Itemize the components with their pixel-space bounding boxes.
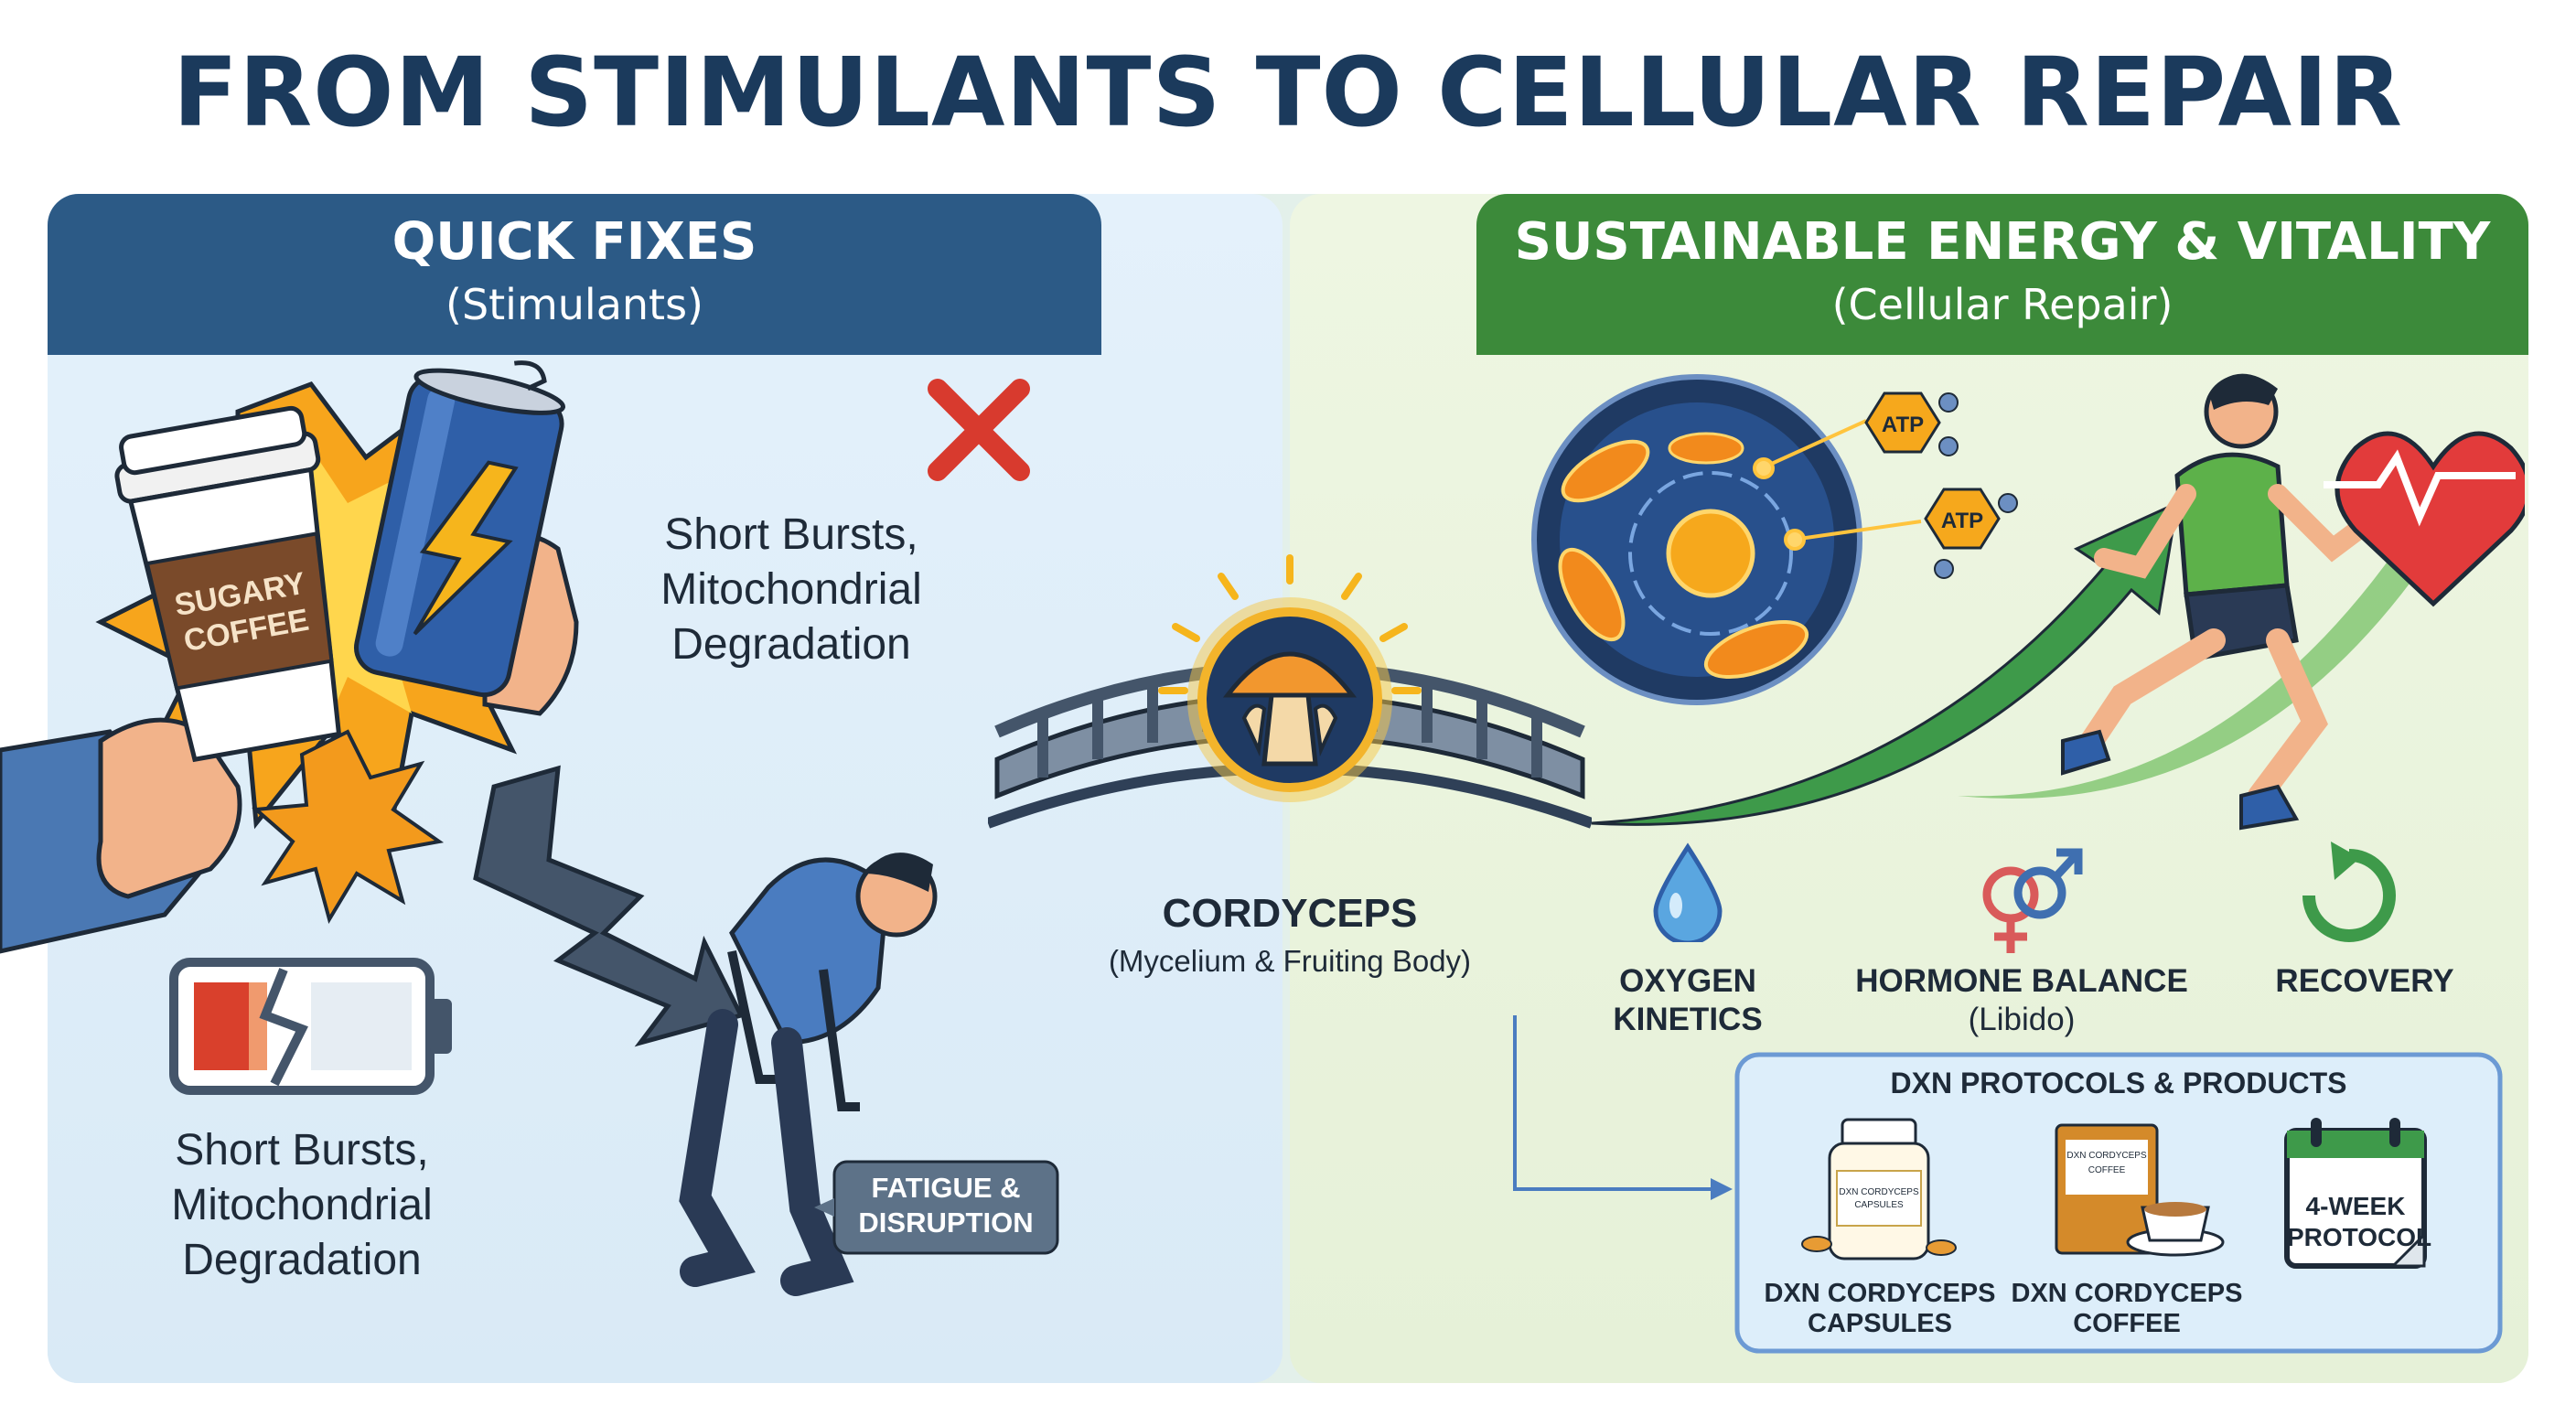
left-effect-bottom: Short Bursts, Mitochondrial Degradation [101,1123,503,1288]
products-box: DXN CORDYCEPS CAPSULES DXN CORDYCEPS COF… [1734,1052,2503,1354]
left-header-title: QUICK FIXES [392,212,757,272]
benefit-recovery: RECOVERY [2232,962,2497,1001]
product-coffee-label: DXN CORDYCEPS COFFEE [2003,1279,2250,1339]
svg-text:DXN CORDYCEPS: DXN CORDYCEPS [2066,1151,2147,1161]
left-effect-top-line3: Degradation [671,620,911,669]
protocol-line2: PROTOCOL [2287,1223,2432,1251]
product-capsules-label: DXN CORDYCEPS CAPSULES [1756,1279,2003,1339]
benefit-recovery-line1: RECOVERY [2275,963,2454,999]
product-capsules-line1: DXN CORDYCEPS [1764,1279,1996,1308]
recovery-arrow-icon [2302,842,2396,942]
svg-text:COFFEE: COFFEE [2088,1165,2126,1175]
red-x-icon [928,379,1030,481]
benefit-oxygen-line1: OXYGEN [1619,963,1756,999]
benefit-oxygen: OXYGEN KINETICS [1573,962,1802,1039]
growth-arrow-icon [1591,500,2179,826]
left-effect-top: Short Bursts, Mitochondrial Degradation [604,508,979,672]
left-effect-bottom-line3: Degradation [182,1236,422,1284]
water-drop-icon [1653,842,1723,942]
runner-icon [2061,373,2379,831]
small-burst-icon [252,729,445,925]
vitality-illustration: ATP ATP [1531,373,2525,831]
atp-label-1: ATP [1882,413,1924,437]
cordyceps-title: CORDYCEPS [1162,891,1418,936]
left-header-bar [48,194,1101,355]
stimulants-illustration: SUGARY COFFEE [0,360,1059,1296]
calendar-icon [2284,1118,2427,1269]
connector-arrow-icon [1513,1015,1733,1200]
mushroom-icon [1158,554,1422,802]
coffee-cup-icon: SUGARY COFFEE [114,405,342,763]
benefit-hormone-line1: HORMONE BALANCE [1855,963,2188,999]
atp-label-2: ATP [1941,509,1983,533]
cell-icon [1531,374,1862,705]
product-coffee-line2: COFFEE [2073,1309,2181,1338]
atp-molecule-icon [1753,419,1922,551]
right-header-bar [1476,194,2528,355]
gender-symbols-icon [1982,848,2083,953]
broken-battery-icon [169,958,452,1095]
coffee-pack-icon: DXN CORDYCEPS COFFEE [2055,1123,2225,1257]
benefit-oxygen-line2: KINETICS [1613,1002,1763,1037]
fatigue-tag-line2: DISRUPTION [858,1207,1034,1239]
left-effect-bottom-line1: Short Bursts, [175,1126,429,1174]
product-coffee-line1: DXN CORDYCEPS [2011,1279,2243,1308]
energy-drink-can-icon [354,360,566,698]
fatigue-tag-line1: FATIGUE & [871,1172,1021,1204]
product-capsules-line2: CAPSULES [1808,1309,1952,1338]
svg-text:DXN CORDYCEPS: DXN CORDYCEPS [1839,1187,1919,1197]
benefit-hormone-sub: (Libido) [1968,1002,2076,1037]
svg-text:CAPSULES: CAPSULES [1854,1200,1904,1210]
right-header-subtitle: (Cellular Repair) [1831,280,2174,329]
products-title: DXN PROTOCOLS & PRODUCTS [1890,1067,2347,1099]
left-effect-top-line1: Short Bursts, [664,510,918,559]
heart-rate-icon [2324,431,2525,607]
protocol-calendar-text: 4-WEEK PROTOCOL [2287,1191,2432,1253]
benefit-hormone: HORMONE BALANCE (Libido) [1848,962,2195,1039]
tired-person-icon [679,853,938,1296]
left-header-subtitle: (Stimulants) [445,280,703,329]
left-effect-top-line2: Mitochondrial [660,565,922,614]
capsule-bottle-icon: DXN CORDYCEPS CAPSULES [1801,1118,1957,1260]
protocol-line1: 4-WEEK [2305,1192,2406,1220]
left-effect-bottom-line2: Mitochondrial [171,1181,433,1229]
fatigue-tag: FATIGUE & DISRUPTION [834,1171,1057,1240]
crash-arrow-icon [473,765,745,1047]
right-header-title: SUSTAINABLE ENERGY & VITALITY [1514,212,2491,272]
cordyceps-subtitle: (Mycelium & Fruiting Body) [1108,944,1472,978]
main-title: FROM STIMULANTS TO CELLULAR REPAIR [173,37,2403,148]
